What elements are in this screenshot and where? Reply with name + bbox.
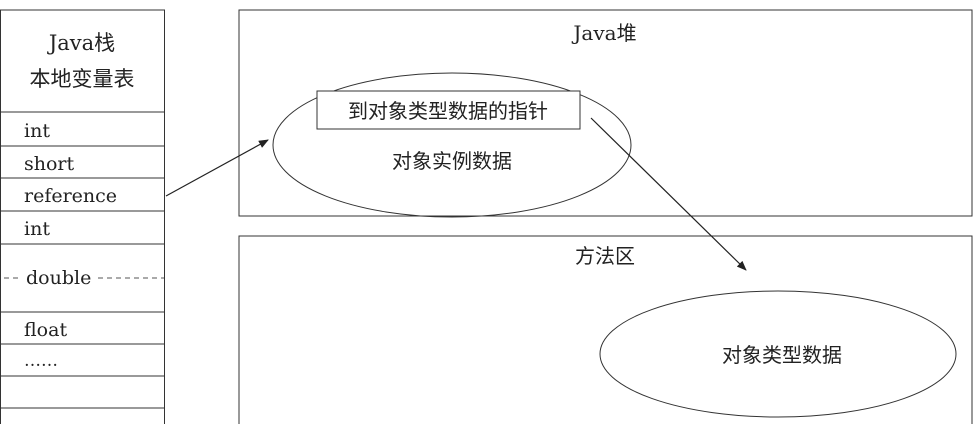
object-instance-data-label: 对象实例数据 [392, 149, 512, 173]
stack-slot-int: int [24, 120, 50, 142]
method-area-title: 方法区 [575, 244, 635, 268]
stack-slot-ellipsis: …… [24, 351, 58, 371]
type-pointer-box [316, 90, 581, 130]
stack-slot-short: short [24, 153, 75, 175]
java-heap-title: Java堆 [571, 21, 636, 45]
java-stack-frame [0, 9, 165, 424]
object-instance-ellipse [272, 72, 632, 218]
object-type-data-ellipse [599, 290, 957, 418]
java-stack: Java栈 本地变量表 int short reference int doub… [0, 9, 165, 424]
local-variable-table-title: 本地变量表 [30, 67, 135, 91]
object-type-data-label: 对象类型数据 [722, 343, 842, 367]
stack-slot-int-2: int [24, 218, 50, 240]
java-heap: Java堆 到对象类型数据的指针 对象实例数据 [238, 9, 973, 218]
stack-slot-double: double [26, 267, 91, 289]
stack-slot-float: float [24, 319, 67, 341]
type-pointer-label: 到对象类型数据的指针 [348, 99, 548, 123]
method-area: 方法区 对象类型数据 [238, 235, 973, 424]
pointer-to-type-data-arrow [590, 117, 747, 271]
stack-slot-reference: reference [24, 185, 117, 207]
reference-to-instance-arrow [165, 139, 269, 197]
java-stack-title: Java栈 [47, 31, 115, 55]
